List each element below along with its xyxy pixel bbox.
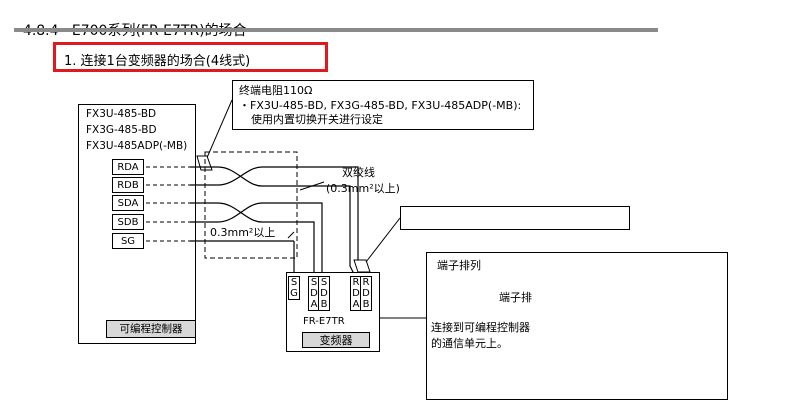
inv-terminal-rdb-c1: R <box>362 277 370 288</box>
twisted-pair-2 <box>190 202 300 223</box>
plc-terminal-sdb: SDB <box>112 214 144 230</box>
section-divider <box>14 28 658 32</box>
subsection-highlight: 1. 连接1台变频器的场合(4线式) <box>53 42 328 72</box>
plc-name-label: 可编程控制器 <box>106 320 196 338</box>
inverter-name-label: 变频器 <box>302 332 370 348</box>
twisted-pair-label: 双绞线 <box>342 166 375 179</box>
terminal-panel-desc-1: 连接到可编程控制器 <box>431 321 530 334</box>
twisted-pair-spec: (0.3mm²以上) <box>326 182 400 195</box>
terminal-panel-title: 端子排列 <box>437 259 481 272</box>
inv-terminal-rda-c2: D <box>352 288 360 299</box>
plc-terminal-rda: RDA <box>112 159 144 175</box>
inv-terminal-sdb-c1: S <box>320 277 328 288</box>
empty-callout-box <box>400 206 630 230</box>
subsection-title: 1. 连接1台变频器的场合(4线式) <box>64 54 251 69</box>
termination-note-line2: 使用内置切换开关进行设定 <box>251 113 383 126</box>
inv-terminal-rdb-c2: D <box>362 288 370 299</box>
inv-terminal-rda-c3: A <box>352 299 360 310</box>
inv-terminal-sdb-c2: D <box>320 288 328 299</box>
twisted-pair-leader <box>299 181 325 191</box>
termination-note-line1: ・FX3U-485-BD, FX3G-485-BD, FX3U-485ADP(-… <box>239 99 522 112</box>
inverter-terminator-symbol <box>353 259 371 273</box>
plc-box <box>78 104 196 344</box>
plc-model-1: FX3U-485-BD <box>86 108 157 120</box>
termination-note-box: 终端电阻110Ω ・FX3U-485-BD, FX3G-485-BD, FX3U… <box>232 80 534 130</box>
inv-terminal-sda-c2: D <box>310 288 318 299</box>
plc-model-3: FX3U-485ADP(-MB) <box>86 140 188 152</box>
plc-wire-stubs <box>146 166 190 242</box>
note-leader <box>205 99 233 161</box>
inv-terminal-rda-c1: R <box>352 277 360 288</box>
empty-box-leader <box>365 217 401 263</box>
plc-terminal-rdb: RDB <box>112 177 144 193</box>
terminal-block-label: 端子排 <box>499 291 532 304</box>
inv-terminal-sg: S G <box>288 276 300 300</box>
inv-terminal-rdb: R D B <box>360 276 372 311</box>
inverter-model: FR-E7TR <box>303 316 345 327</box>
terminal-arrangement-panel: 端子排列 端子排 连接到可编程控制器 的通信单元上。 <box>426 252 728 400</box>
terminal-panel-desc-2: 的通信单元上。 <box>431 337 508 350</box>
twisted-pair-1 <box>190 166 300 187</box>
inv-terminal-sg-c1: S <box>290 277 298 288</box>
termination-note-title: 终端电阻110Ω <box>239 84 313 97</box>
plc-model-2: FX3G-485-BD <box>86 124 157 136</box>
inv-terminal-sdb-c3: B <box>320 299 328 310</box>
sg-wire-spec: 0.3mm²以上 <box>210 226 276 240</box>
inv-terminal-sda-c3: A <box>310 299 318 310</box>
plc-terminal-sda: SDA <box>112 195 144 211</box>
inv-terminal-sda-c1: S <box>310 277 318 288</box>
inv-terminal-sdb: S D B <box>318 276 330 311</box>
inv-terminal-rdb-c3: B <box>362 299 370 310</box>
inv-terminal-sg-c2: G <box>290 288 298 299</box>
shield-enclosure <box>204 151 298 259</box>
sg-spec-leader <box>287 231 295 239</box>
plc-terminal-sg: SG <box>112 233 144 249</box>
